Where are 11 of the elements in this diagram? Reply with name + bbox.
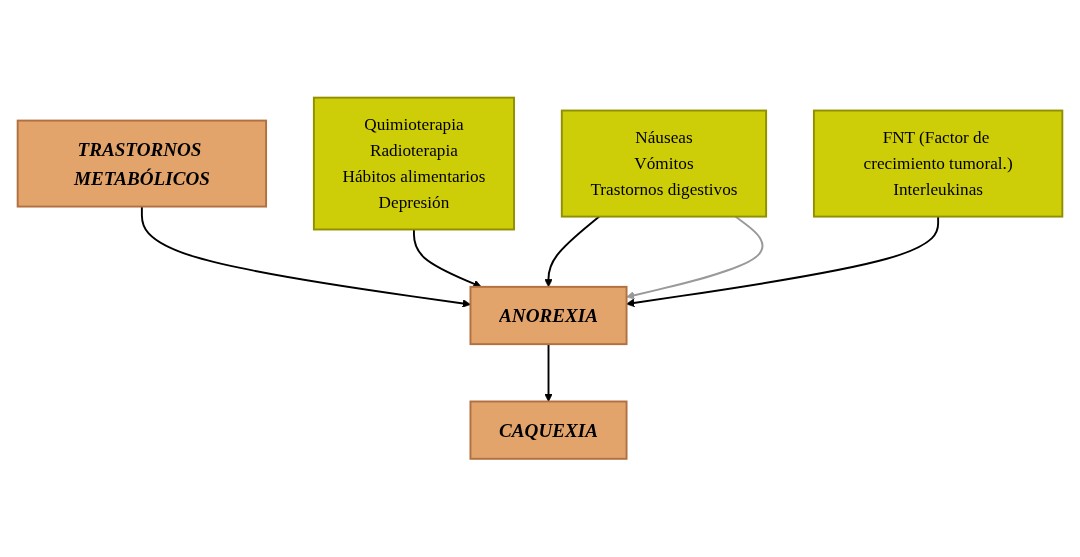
- arrow: [626, 215, 764, 300]
- node-box: CAQUEXIA: [469, 400, 628, 461]
- arrow: [140, 205, 471, 308]
- node-box: Quimioterapia Radioterapia Hábitos alimentarios Depresión: [312, 96, 515, 231]
- arrow: [626, 215, 940, 308]
- arrow: [544, 343, 553, 403]
- node-box: Náuseas Vómitos Trastornos digestivos: [560, 109, 768, 218]
- node-box: FNT (Factor de crecimiento tumoral.) Interleukinas: [812, 109, 1064, 218]
- arrow: [544, 215, 601, 288]
- arrow: [413, 228, 482, 288]
- node-box: TRASTORNOS METABÓLICOS: [16, 119, 268, 208]
